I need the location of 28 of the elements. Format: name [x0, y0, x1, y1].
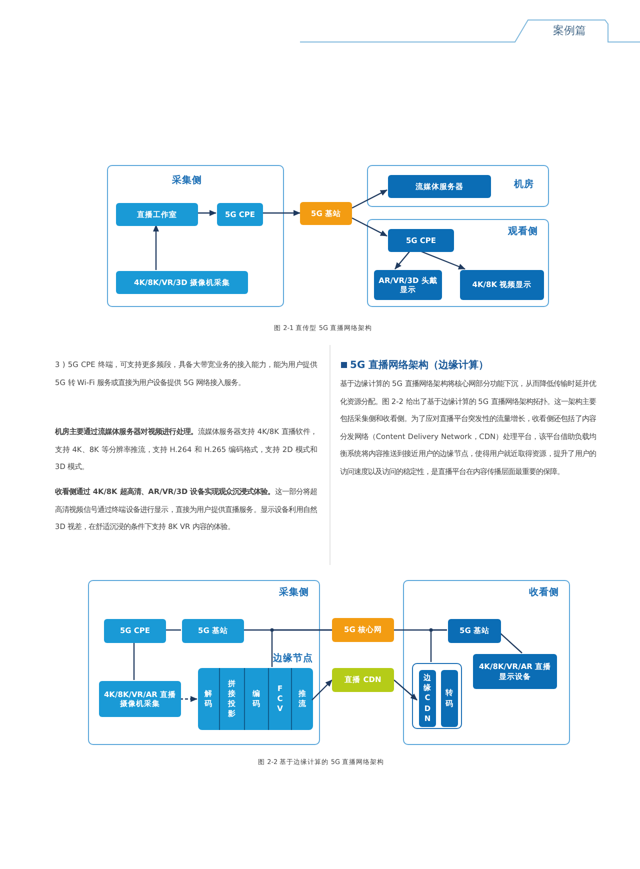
group-title: 机房: [514, 178, 534, 191]
group-title: 收看侧: [529, 586, 559, 599]
group-frame: [367, 219, 549, 307]
arrow: [312, 680, 332, 700]
group-frame: [367, 165, 549, 207]
arrow: [352, 217, 388, 237]
connector-line: [271, 629, 332, 667]
connector-line: [165, 629, 181, 631]
arrow: [352, 189, 388, 209]
connector-line: [500, 632, 522, 654]
tab-label: 案例篇: [553, 23, 586, 38]
arrow: [420, 250, 466, 270]
connector-line: [133, 642, 135, 680]
arrow: [394, 250, 410, 270]
group-frame: [403, 580, 570, 745]
group-title: 采集侧: [172, 174, 202, 187]
group-title: 采集侧: [279, 586, 309, 599]
arrow: [197, 210, 216, 216]
arrow: [180, 696, 198, 702]
arrow: [153, 224, 159, 270]
section-heading: 5G 直播网络架构（边缘计算）: [350, 358, 489, 372]
cdn-group-frame: [412, 663, 462, 729]
group-frame: [107, 165, 284, 307]
group-frame: [88, 580, 320, 745]
connector-line: [430, 629, 447, 662]
group-title: 观看侧: [508, 225, 538, 238]
group-title: 边缘节点: [273, 652, 313, 665]
arrow: [262, 210, 300, 216]
